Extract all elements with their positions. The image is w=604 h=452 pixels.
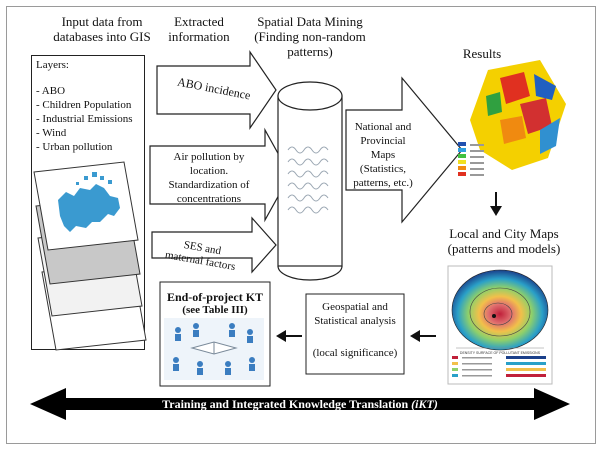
label-air-pollution: Air pollution by location. Standardizati…: [168, 151, 250, 205]
kt-box-title: End-of-project KT: [166, 290, 264, 304]
layer-item: - Children Population: [36, 99, 132, 111]
knowledge-sharing-icon: [173, 323, 255, 375]
header-input-data: Input data from databases into GIS: [53, 14, 151, 44]
geospatial-analysis-box: [305, 293, 405, 375]
layers-title: Layers:: [36, 59, 69, 71]
arrow-abo-incidence: [156, 50, 277, 130]
kt-box: [159, 281, 271, 387]
layer-item: - Wind: [36, 127, 67, 139]
bottom-arrow-label: Training and Integrated Knowledge Transl…: [90, 397, 510, 411]
header-spatial-data-mining: Spatial Data Mining (Finding non-random …: [254, 14, 366, 59]
label-local-city-maps: Local and City Maps (patterns and models…: [447, 226, 561, 256]
gis-layer-stack: [33, 161, 147, 351]
diagram-frame: [6, 6, 596, 444]
people-network-icon: [287, 146, 329, 214]
local-density-map: [447, 265, 553, 385]
arrow-national-maps: [345, 76, 463, 224]
geospatial-significance-text: (local significance): [312, 347, 398, 359]
layer-item: - ABO: [36, 85, 66, 97]
bottom-arrow-text: Training and Integrated Knowledge Transl…: [162, 397, 412, 411]
density-map-heading: DENSITY SURFACE OF POLLUTANT EMISSIONS: [459, 351, 541, 355]
header-extracted-information: Extracted information: [168, 14, 230, 44]
geospatial-analysis-text: Geospatial and Statistical analysis: [314, 301, 396, 327]
kt-box-subtitle: (see Table III): [182, 304, 248, 316]
results-provincial-map: [458, 60, 566, 176]
arrow-left-to-kt: [276, 330, 302, 342]
spatial-mining-cylinder: [277, 81, 343, 281]
arrow-ses-maternal: [151, 216, 277, 274]
layer-item: - Industrial Emissions: [36, 113, 133, 125]
canada-map-icon: [58, 172, 120, 232]
header-results: Results: [462, 46, 502, 61]
layers-list: Layers: - ABO - Children Population - In…: [36, 58, 144, 154]
label-national-maps: National and Provincial Maps (Statistics…: [353, 121, 413, 189]
bottom-arrow-italic: (iKT): [411, 397, 438, 411]
layer-item: - Urban pollution: [36, 141, 113, 153]
arrow-down-to-local: [490, 192, 502, 216]
bottom-double-arrow: [30, 388, 570, 420]
arrow-left-to-geospatial: [410, 330, 436, 342]
